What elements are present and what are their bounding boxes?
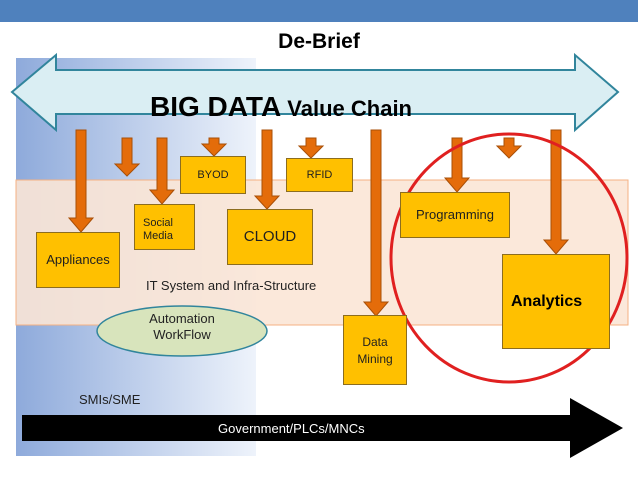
rfid-label: RFID bbox=[306, 169, 333, 181]
it-system-label: IT System and Infra-Structure bbox=[146, 278, 317, 293]
page-title: De-Brief bbox=[278, 30, 360, 53]
arrow-to-social-media bbox=[148, 137, 176, 205]
data-mining-label-2: Mining bbox=[357, 352, 393, 366]
programming-box: Programming bbox=[400, 192, 510, 238]
cloud-label: CLOUD bbox=[243, 228, 297, 245]
byod-label: BYOD bbox=[197, 169, 229, 181]
automation-workflow-label: Automation WorkFlow bbox=[112, 311, 252, 343]
cloud-box: CLOUD bbox=[227, 209, 313, 265]
programming-label: Programming bbox=[415, 207, 495, 222]
arrow-to-cloud bbox=[253, 129, 281, 210]
social-media-label-1: Social bbox=[143, 217, 173, 229]
value-chain-arrow bbox=[10, 52, 620, 133]
byod-box: BYOD bbox=[180, 156, 246, 194]
arrow-to-byod bbox=[200, 137, 228, 157]
appliances-label: Appliances bbox=[46, 252, 110, 267]
highlight-circle bbox=[389, 132, 629, 384]
government-label: Government/PLCs/MNCs bbox=[218, 421, 365, 436]
arrow-short-1 bbox=[113, 137, 141, 177]
arrow-to-rfid bbox=[297, 137, 325, 159]
social-media-box: Social Media bbox=[134, 204, 195, 250]
arrow-to-data-mining bbox=[362, 129, 390, 317]
social-media-label-2: Media bbox=[143, 230, 173, 242]
analytics-box: Analytics bbox=[502, 254, 610, 349]
government-arrow bbox=[22, 398, 623, 458]
appliances-box: Appliances bbox=[36, 232, 120, 288]
value-chain-title: BIG DATA Value Chain bbox=[150, 92, 412, 124]
automation-label-2: WorkFlow bbox=[153, 327, 211, 342]
header-bar bbox=[0, 0, 638, 22]
data-mining-box: Data Mining bbox=[343, 315, 407, 385]
value-chain-rest: Value Chain bbox=[281, 96, 412, 121]
data-mining-label-1: Data bbox=[362, 335, 388, 349]
automation-label-1: Automation bbox=[149, 311, 215, 326]
automation-workflow-ellipse bbox=[96, 305, 268, 357]
smi-sme-label: SMIs/SME bbox=[79, 392, 141, 407]
arrow-to-appliances bbox=[67, 129, 95, 233]
arrow-short-2 bbox=[495, 137, 523, 159]
analytics-label: Analytics bbox=[511, 293, 583, 310]
rfid-box: RFID bbox=[286, 158, 353, 192]
value-chain-bold: BIG DATA bbox=[150, 91, 282, 122]
